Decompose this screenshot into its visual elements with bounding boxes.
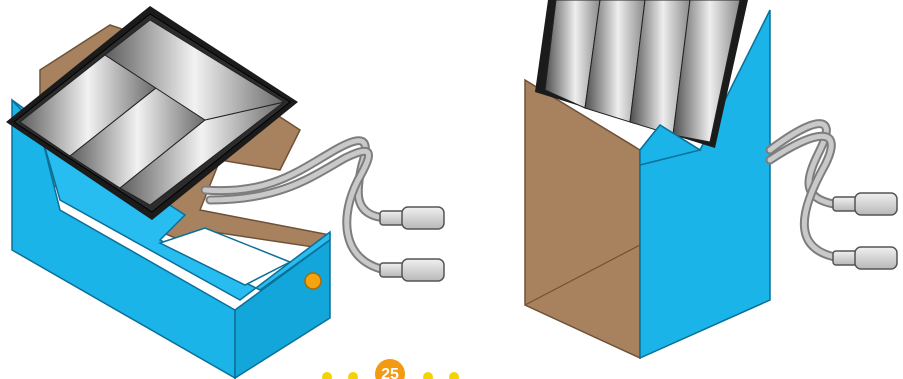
solar-box-flat — [6, 6, 444, 378]
connector-plug-2 — [380, 259, 444, 281]
connector-plug-3 — [833, 193, 897, 215]
cardboard-side — [525, 80, 640, 358]
solar-box-tilted — [525, 0, 897, 358]
connector-plug-4 — [833, 247, 897, 269]
led-indicator — [305, 273, 321, 289]
page-dot — [322, 372, 332, 379]
connector-plug-1 — [380, 207, 444, 229]
page-dot — [449, 372, 459, 379]
page-number-indicator: 25 — [322, 359, 459, 379]
page-dot — [423, 372, 433, 379]
page-number: 25 — [381, 366, 399, 379]
page-dot — [348, 372, 358, 379]
